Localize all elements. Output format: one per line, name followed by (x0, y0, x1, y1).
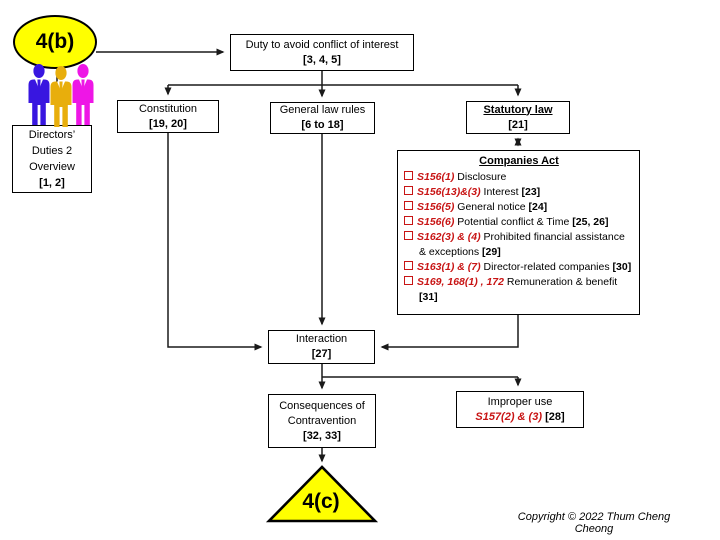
constitution-box: Constitution [19, 20] (117, 100, 219, 133)
start-node-4b: 4(b) (13, 15, 97, 69)
section-ref: S157(2) & (3) (475, 410, 542, 423)
companies-act-item: S169, 168(1) , 172 Remuneration & benefi… (404, 275, 634, 305)
directors-icon (28, 64, 94, 127)
general-law-title: General law rules (279, 104, 366, 116)
section-ref: S163(1) & (7) (417, 261, 481, 273)
section-ref: S156(13)&(3) (417, 186, 481, 198)
checkbox-icon (404, 231, 413, 240)
start-node-label: 4(b) (35, 30, 75, 53)
item-text: Remuneration & benefit (506, 276, 618, 288)
improper-use-tag: [28] (545, 410, 565, 423)
item-tag: [31] (419, 291, 438, 303)
item-tag: [30] (612, 261, 632, 273)
connector-companies-to-interaction (380, 315, 519, 351)
companies-act-item: S156(13)&(3) Interest [23] (404, 185, 634, 200)
interaction-title: Interaction (295, 333, 348, 345)
section-ref: S162(3) & (4) (417, 231, 481, 243)
overview-line: Overview (29, 161, 75, 173)
overview-box: Directors’ Duties 2 Overview [1, 2] (12, 125, 92, 193)
connector-duty-splitter (168, 71, 518, 86)
connector-constitution-to-interaction (167, 133, 263, 351)
constitution-title: Constitution (138, 102, 198, 115)
consequences-tag: [32, 33] (303, 429, 341, 442)
item-text: Interest (483, 186, 519, 198)
person-gold-icon (50, 66, 72, 127)
companies-act-box: Companies Act S156(1) Disclosure S156(13… (397, 150, 640, 315)
general-law-tag: [6 to 18] (301, 119, 344, 131)
item-tag: [24] (528, 201, 548, 213)
statutory-law-box: Statutory law [21] (466, 101, 570, 134)
improper-use-ref-line: S157(2) & (3) [28] (475, 410, 564, 425)
checkbox-icon (404, 261, 413, 270)
checkbox-icon (404, 276, 413, 285)
duty-title: Duty to avoid conflict of interest (245, 38, 399, 51)
item-tag: [29] (482, 246, 501, 258)
item-text: General notice (457, 201, 526, 213)
interaction-tag: [27] (311, 348, 332, 360)
duty-tag: [3, 4, 5] (303, 53, 341, 66)
checkbox-icon (404, 186, 413, 195)
constitution-tag: [19, 20] (149, 117, 187, 130)
companies-act-item: S156(1) Disclosure (404, 170, 634, 185)
checkbox-icon (404, 171, 413, 180)
connector-interaction-down (321, 364, 518, 378)
copyright-text: Copyright © 2022 Thum Cheng Cheong (517, 511, 671, 535)
consequences-line1: Consequences of (279, 399, 365, 412)
person-blue-icon (28, 64, 50, 125)
general-law-box: General law rules [6 to 18] (270, 102, 375, 134)
item-text: Director-related companies (483, 261, 610, 273)
item-tag: [25, 26] (572, 216, 609, 228)
overview-tag: [1, 2] (39, 177, 65, 189)
improper-use-title: Improper use (487, 395, 553, 408)
checkbox-icon (404, 201, 413, 210)
person-magenta-icon (72, 64, 94, 125)
consequences-line2: Contravention (287, 414, 357, 427)
item-tag: [23] (521, 186, 541, 198)
item-text: Prohibited financial assistance & except… (419, 231, 625, 258)
duty-box: Duty to avoid conflict of interest [3, 4… (230, 34, 414, 71)
item-text: Disclosure (457, 171, 507, 183)
statutory-law-title: Statutory law (483, 103, 553, 116)
overview-line: Directors’ (28, 129, 76, 141)
overview-line: Duties 2 (31, 145, 73, 157)
companies-act-item: S162(3) & (4) Prohibited financial assis… (404, 230, 634, 260)
item-text: Potential conflict & Time (457, 216, 570, 228)
interaction-box: Interaction [27] (268, 330, 375, 364)
companies-act-item: S156(5) General notice [24] (404, 200, 634, 215)
improper-use-box: Improper use S157(2) & (3) [28] (456, 391, 584, 428)
companies-act-item: S163(1) & (7) Director-related companies… (404, 260, 634, 275)
companies-act-title: Companies Act (479, 155, 559, 167)
section-ref: S169, 168(1) , 172 (417, 276, 504, 288)
end-triangle (265, 465, 379, 523)
companies-act-item: S156(6) Potential conflict & Time [25, 2… (404, 215, 634, 230)
consequences-box: Consequences of Contravention [32, 33] (268, 394, 376, 448)
statutory-law-tag: [21] (508, 118, 528, 131)
checkbox-icon (404, 216, 413, 225)
section-ref: S156(6) (417, 216, 455, 228)
end-node-label: 4(c) (302, 490, 340, 513)
section-ref: S156(1) (417, 171, 455, 183)
section-ref: S156(5) (417, 201, 455, 213)
